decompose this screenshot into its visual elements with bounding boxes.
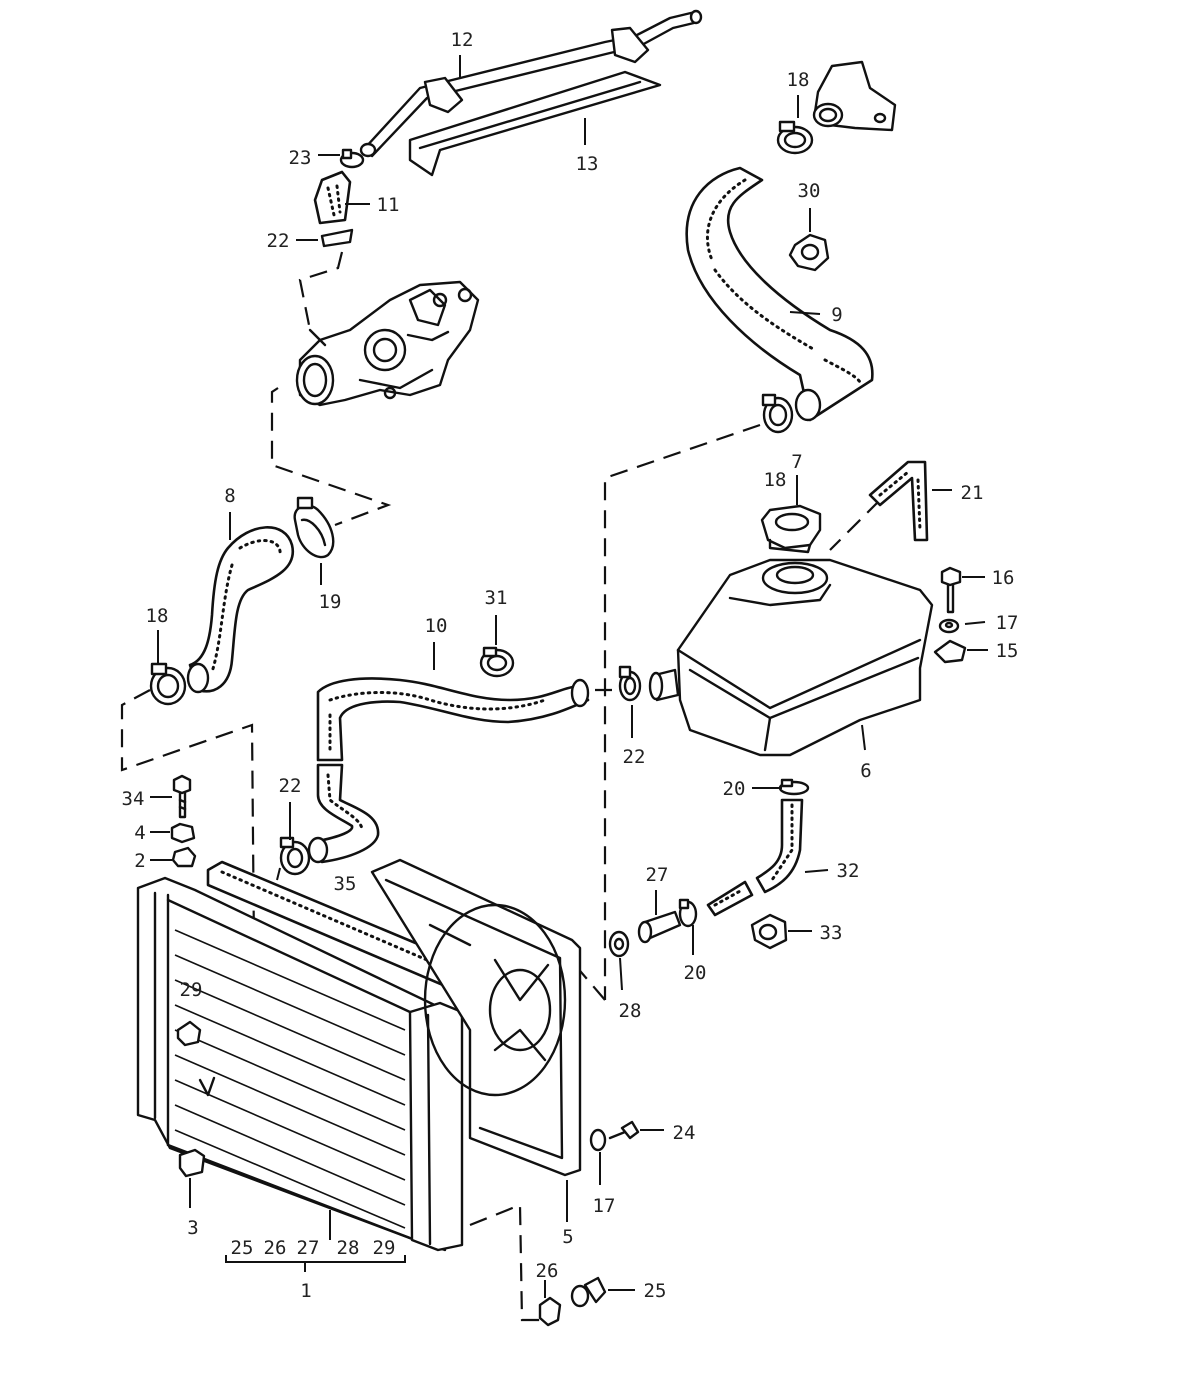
part-16-bolt [940,566,962,614]
hose-clamp-22-lower [279,836,311,876]
hose-clamp-22-right [618,665,642,702]
callout-17-right: 17 [996,612,1019,634]
hose-clamp-23 [339,148,365,169]
callout-21: 21 [961,482,984,504]
part-17-washer-lower [589,1128,607,1152]
callout-11: 11 [377,194,400,216]
callout-29-radiator: 29 [180,979,203,1001]
part-8-hose [186,526,295,694]
part-2-grommet [171,846,197,868]
callout-labels: 12 13 18 23 11 30 22 9 18 7 21 8 19 16 1… [122,29,1019,1302]
part-31-clamp [479,646,515,678]
hose-clamp-22-top [320,228,354,248]
part-1-radiator [136,876,464,1252]
callout-6: 6 [860,760,871,782]
callout-33: 33 [820,922,843,944]
part-5-fan-shroud [370,858,582,1177]
hose-clamp-20-lower [678,898,698,928]
callout-20-top: 20 [723,778,746,800]
part-25-plug [570,1276,607,1308]
part-32-hose [755,798,804,894]
callout-13: 13 [576,153,599,175]
callout-30: 30 [798,180,821,202]
callout-20-lower: 20 [684,962,707,984]
radiator-fins [174,929,406,1229]
callout-4: 4 [134,822,145,844]
part-4-nut [170,822,196,844]
part-28-washer [608,930,630,958]
callout-23: 23 [289,147,312,169]
callout-35: 35 [334,873,357,895]
part-3-drain-plug [178,1148,206,1178]
hose-clamp-18-left [149,662,187,706]
callout-2: 2 [134,850,145,872]
callout-1: 1 [300,1280,311,1302]
hose-clamp-19 [293,496,335,559]
routing-dashed-lines [120,251,881,1322]
hose-clamp-18-mid [761,393,794,434]
callout-25: 25 [644,1280,667,1302]
part-10-hose [316,677,590,762]
callout-22-right: 22 [623,746,646,768]
part-26-nut [538,1296,562,1327]
callout-27-right: 27 [646,864,669,886]
callout-28-group: 28 [337,1237,360,1259]
callout-3: 3 [187,1217,198,1239]
callout-5: 5 [562,1226,573,1248]
part-12-coolant-pipe [359,9,703,158]
callout-28-right: 28 [619,1000,642,1022]
callout-18-top: 18 [787,69,810,91]
callout-18-left: 18 [146,605,169,627]
part-18-thermostat-housing [812,60,897,132]
part-17-washer-right [938,618,960,634]
part-6-expansion-tank [648,558,934,757]
callout-16: 16 [992,567,1015,589]
part-20-hose-lower [706,880,754,917]
part-34-bolt [172,774,192,819]
part-33-clamp [750,913,788,950]
part-11-short-hose [313,170,352,225]
part-15-clip [933,639,967,664]
part-13-bracket-plate [408,70,662,177]
callout-31: 31 [485,587,508,609]
part-30-clamp [788,233,830,272]
callout-22-lower: 22 [279,775,302,797]
callout-32: 32 [837,860,860,882]
part-7-filler-cap [760,504,822,554]
callout-34: 34 [122,788,145,810]
callout-9: 9 [831,304,842,326]
water-pump-housing [295,280,480,407]
part-21-overflow-tube [868,460,929,542]
callout-12: 12 [451,29,474,51]
callout-8: 8 [224,485,235,507]
part-24-screw [608,1120,640,1140]
callout-26-group: 26 [264,1237,287,1259]
callout-27-group: 27 [297,1237,320,1259]
callout-24: 24 [673,1122,696,1144]
callout-15: 15 [996,640,1019,662]
leader-lines [150,55,988,1298]
hose-clamp-20-top [778,778,810,796]
hose-clamp-18-top [776,120,814,155]
callout-17-lower: 17 [593,1195,616,1217]
callout-10: 10 [425,615,448,637]
callout-29-group: 29 [373,1237,396,1259]
callout-7: 7 [791,451,802,473]
callout-26: 26 [536,1260,559,1282]
part-35-hose [307,763,380,864]
callout-19: 19 [319,591,342,613]
part-9-upper-radiator-hose [685,166,874,422]
callout-25-group: 25 [231,1237,254,1259]
part-27-connector [637,910,682,944]
callout-22-top: 22 [267,230,290,252]
callout-18-mid: 18 [764,469,787,491]
